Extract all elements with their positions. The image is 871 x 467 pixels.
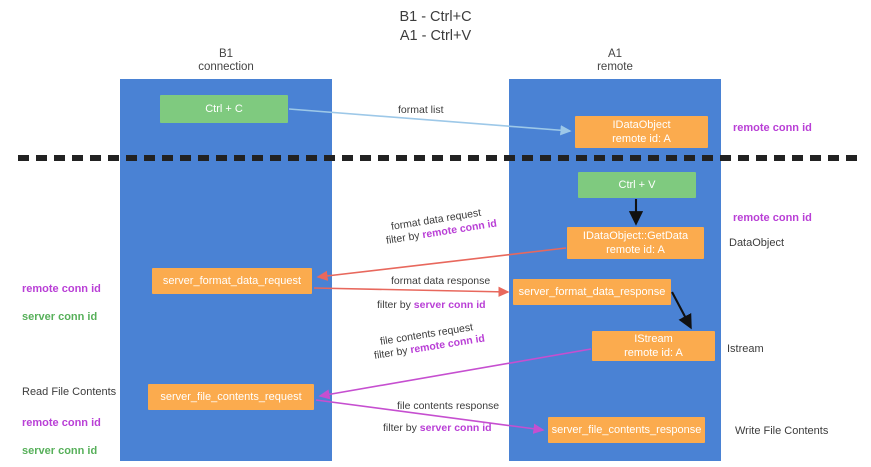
node-server-format-data-request[interactable]: server_format_data_request — [152, 268, 312, 294]
side-label-dataobject: DataObject — [729, 237, 785, 249]
filter-prefix: filter by — [383, 422, 420, 434]
node-ctrl-v[interactable]: Ctrl + V — [578, 172, 696, 198]
node-server-file-contents-request[interactable]: server_file_contents_request — [148, 384, 314, 410]
node-server-format-data-response-label: server_format_data_response — [518, 286, 666, 298]
side-label-istream: Istream — [727, 343, 764, 355]
node-idataobject-getdata-sublabel: remote id: A — [606, 244, 665, 256]
edge-label-file-contents-response-filter: filter by server conn id — [383, 421, 492, 435]
node-ctrl-c-label: Ctrl + C — [205, 103, 243, 115]
node-idataobject-getdata[interactable]: IDataObject::GetData remote id: A — [567, 227, 704, 259]
filter-key-server-conn-id: server conn id — [419, 422, 492, 434]
filter-prefix: filter by — [377, 299, 414, 311]
edge-label-file-contents-response: file contents response — [397, 400, 500, 412]
node-server-format-data-response[interactable]: server_format_data_response — [513, 279, 671, 305]
node-server-file-contents-request-label: server_file_contents_request — [160, 391, 302, 403]
node-server-file-contents-response-label: server_file_contents_response — [551, 424, 702, 436]
node-idataobject-label: IDataObject — [612, 119, 671, 131]
node-ctrl-c[interactable]: Ctrl + C — [160, 95, 288, 123]
side-label-read-file-contents: Read File Contents — [22, 386, 117, 398]
node-idataobject-getdata-label: IDataObject::GetData — [582, 230, 689, 242]
node-idataobject[interactable]: IDataObject remote id: A — [575, 116, 708, 148]
side-label-write-file-contents: Write File Contents — [735, 425, 829, 437]
node-ctrl-v-label: Ctrl + V — [618, 179, 656, 191]
side-label-left-remote-conn-id: remote conn id — [22, 283, 101, 295]
node-idataobject-sublabel: remote id: A — [612, 133, 671, 145]
side-label-left-server-conn-id: server conn id — [22, 311, 98, 323]
node-istream[interactable]: IStream remote id: A — [592, 331, 715, 361]
node-server-file-contents-response[interactable]: server_file_contents_response — [548, 417, 705, 443]
side-label-left-conn-ids-2: remote conn id server conn id — [22, 402, 101, 467]
phase-divider — [18, 155, 863, 161]
swimlane-a1-header: A1 remote — [597, 48, 633, 73]
page-title: B1 - Ctrl+C A1 - Ctrl+V — [399, 9, 472, 44]
swimlane-b1-header: B1 connection — [198, 48, 254, 73]
side-label-left-conn-ids: remote conn id server conn id — [22, 268, 101, 338]
node-istream-sublabel: remote id: A — [624, 347, 683, 359]
edge-label-format-data-response: format data response — [391, 275, 491, 287]
filter-prefix: filter by — [385, 229, 424, 247]
side-label-remote-conn-id-top: remote conn id — [733, 122, 812, 134]
node-istream-label: IStream — [634, 333, 673, 345]
node-server-format-data-request-label: server_format_data_request — [162, 275, 302, 287]
edge-label-format-list: format list — [398, 104, 444, 116]
filter-prefix: filter by — [373, 344, 412, 362]
side-label-left-server-conn-id: server conn id — [22, 445, 98, 457]
filter-key-server-conn-id: server conn id — [413, 299, 486, 311]
side-label-left-remote-conn-id: remote conn id — [22, 417, 101, 429]
edge-label-format-data-response-filter: filter by server conn id — [377, 298, 486, 312]
side-label-remote-conn-id-mid: remote conn id — [733, 212, 812, 224]
